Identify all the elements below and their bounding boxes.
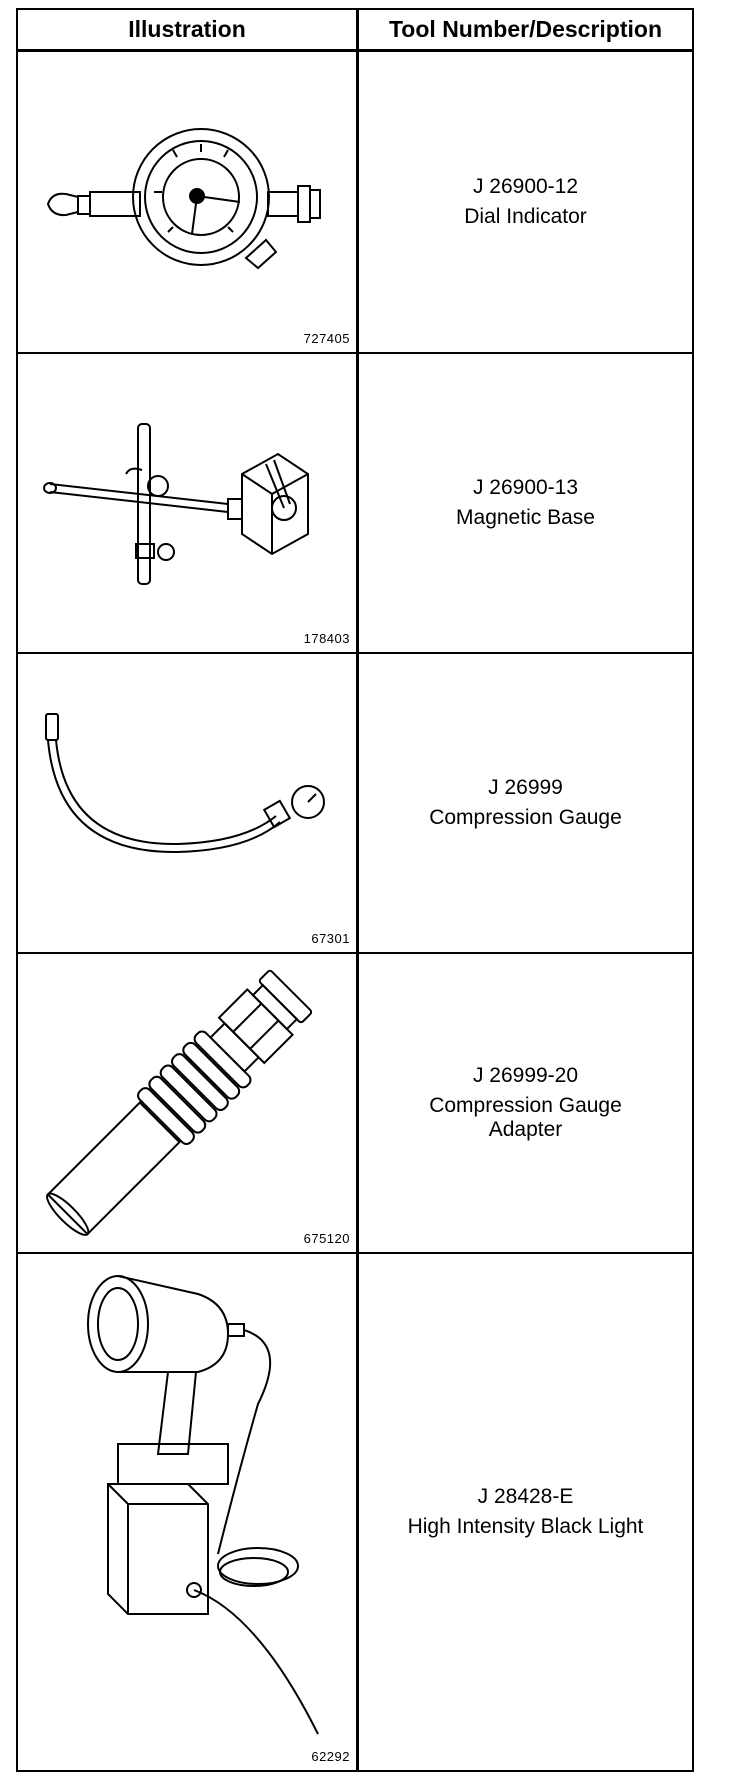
black-light-icon — [18, 1254, 356, 1770]
table-header-row: Illustration Tool Number/Description — [18, 10, 692, 52]
figure-number: 67301 — [311, 931, 350, 946]
tool-description-cell: J 26999-20 Compression Gauge Adapter — [359, 954, 692, 1252]
gauge-adapter-icon — [18, 954, 356, 1252]
table-row: 727405 J 26900-12 Dial Indicator — [18, 52, 692, 354]
tool-description-line2: Adapter — [488, 1118, 563, 1141]
illustration-cell: 178403 — [18, 354, 356, 652]
tool-description-cell: J 26900-13 Magnetic Base — [359, 354, 692, 652]
figure-number: 675120 — [303, 1231, 350, 1246]
tool-number: J 26900-13 — [472, 476, 579, 499]
tool-description: Dial Indicator — [464, 205, 587, 228]
tool-number: J 26900-12 — [472, 175, 579, 198]
magnetic-base-icon — [18, 354, 356, 652]
tool-description: High Intensity Black Light — [407, 1515, 644, 1538]
table-row: 675120 J 26999-20 Compression Gauge Adap… — [18, 954, 692, 1254]
table-row: 67301 J 26999 Compression Gauge — [18, 654, 692, 954]
illustration-cell: 62292 — [18, 1254, 356, 1770]
figure-number: 727405 — [303, 331, 350, 346]
table-row: 62292 J 28428-E High Intensity Black Lig… — [18, 1254, 692, 1770]
tool-table: Illustration Tool Number/Description — [16, 8, 694, 1772]
table-row: 178403 J 26900-13 Magnetic Base — [18, 354, 692, 654]
tool-description-line1: Compression Gauge — [429, 1094, 622, 1117]
compression-gauge-icon — [18, 654, 356, 952]
tool-description-cell: J 26999 Compression Gauge — [359, 654, 692, 952]
dial-indicator-icon — [18, 52, 356, 352]
figure-number: 178403 — [303, 631, 350, 646]
tool-description: Magnetic Base — [456, 506, 595, 529]
illustration-cell: 67301 — [18, 654, 356, 952]
tool-description-cell: J 26900-12 Dial Indicator — [359, 52, 692, 352]
header-illustration: Illustration — [128, 16, 246, 42]
column-divider — [356, 10, 359, 1770]
tool-number: J 28428-E — [477, 1485, 574, 1508]
tool-description-cell: J 28428-E High Intensity Black Light — [359, 1254, 692, 1770]
illustration-cell: 727405 — [18, 52, 356, 352]
figure-number: 62292 — [311, 1749, 350, 1764]
tool-number: J 26999-20 — [472, 1064, 579, 1087]
tool-description: Compression Gauge — [429, 806, 622, 829]
illustration-cell: 675120 — [18, 954, 356, 1252]
tool-number: J 26999 — [488, 776, 563, 799]
header-tool-number-description: Tool Number/Description — [388, 16, 663, 42]
